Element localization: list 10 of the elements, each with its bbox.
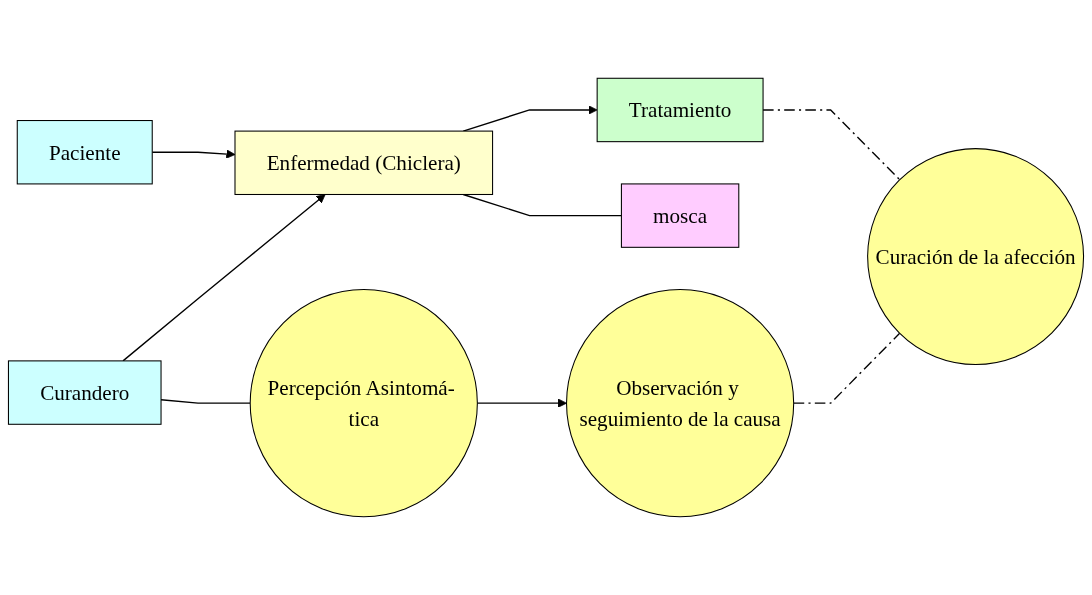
node-box: Paciente — [16, 120, 153, 185]
node-circle: Observación y seguimiento de la causa — [566, 289, 795, 518]
node-box: Tratamiento — [596, 77, 764, 143]
connector — [793, 332, 901, 404]
node-circle: Percepción Asintomá- tica — [249, 289, 478, 518]
node-box: Enfermedad (Chiclera) — [234, 130, 494, 195]
arrow — [122, 194, 326, 362]
node-box: mosca — [620, 183, 740, 248]
node-box: Curandero — [7, 360, 162, 425]
node-circle: Curación de la afección — [867, 148, 1085, 366]
